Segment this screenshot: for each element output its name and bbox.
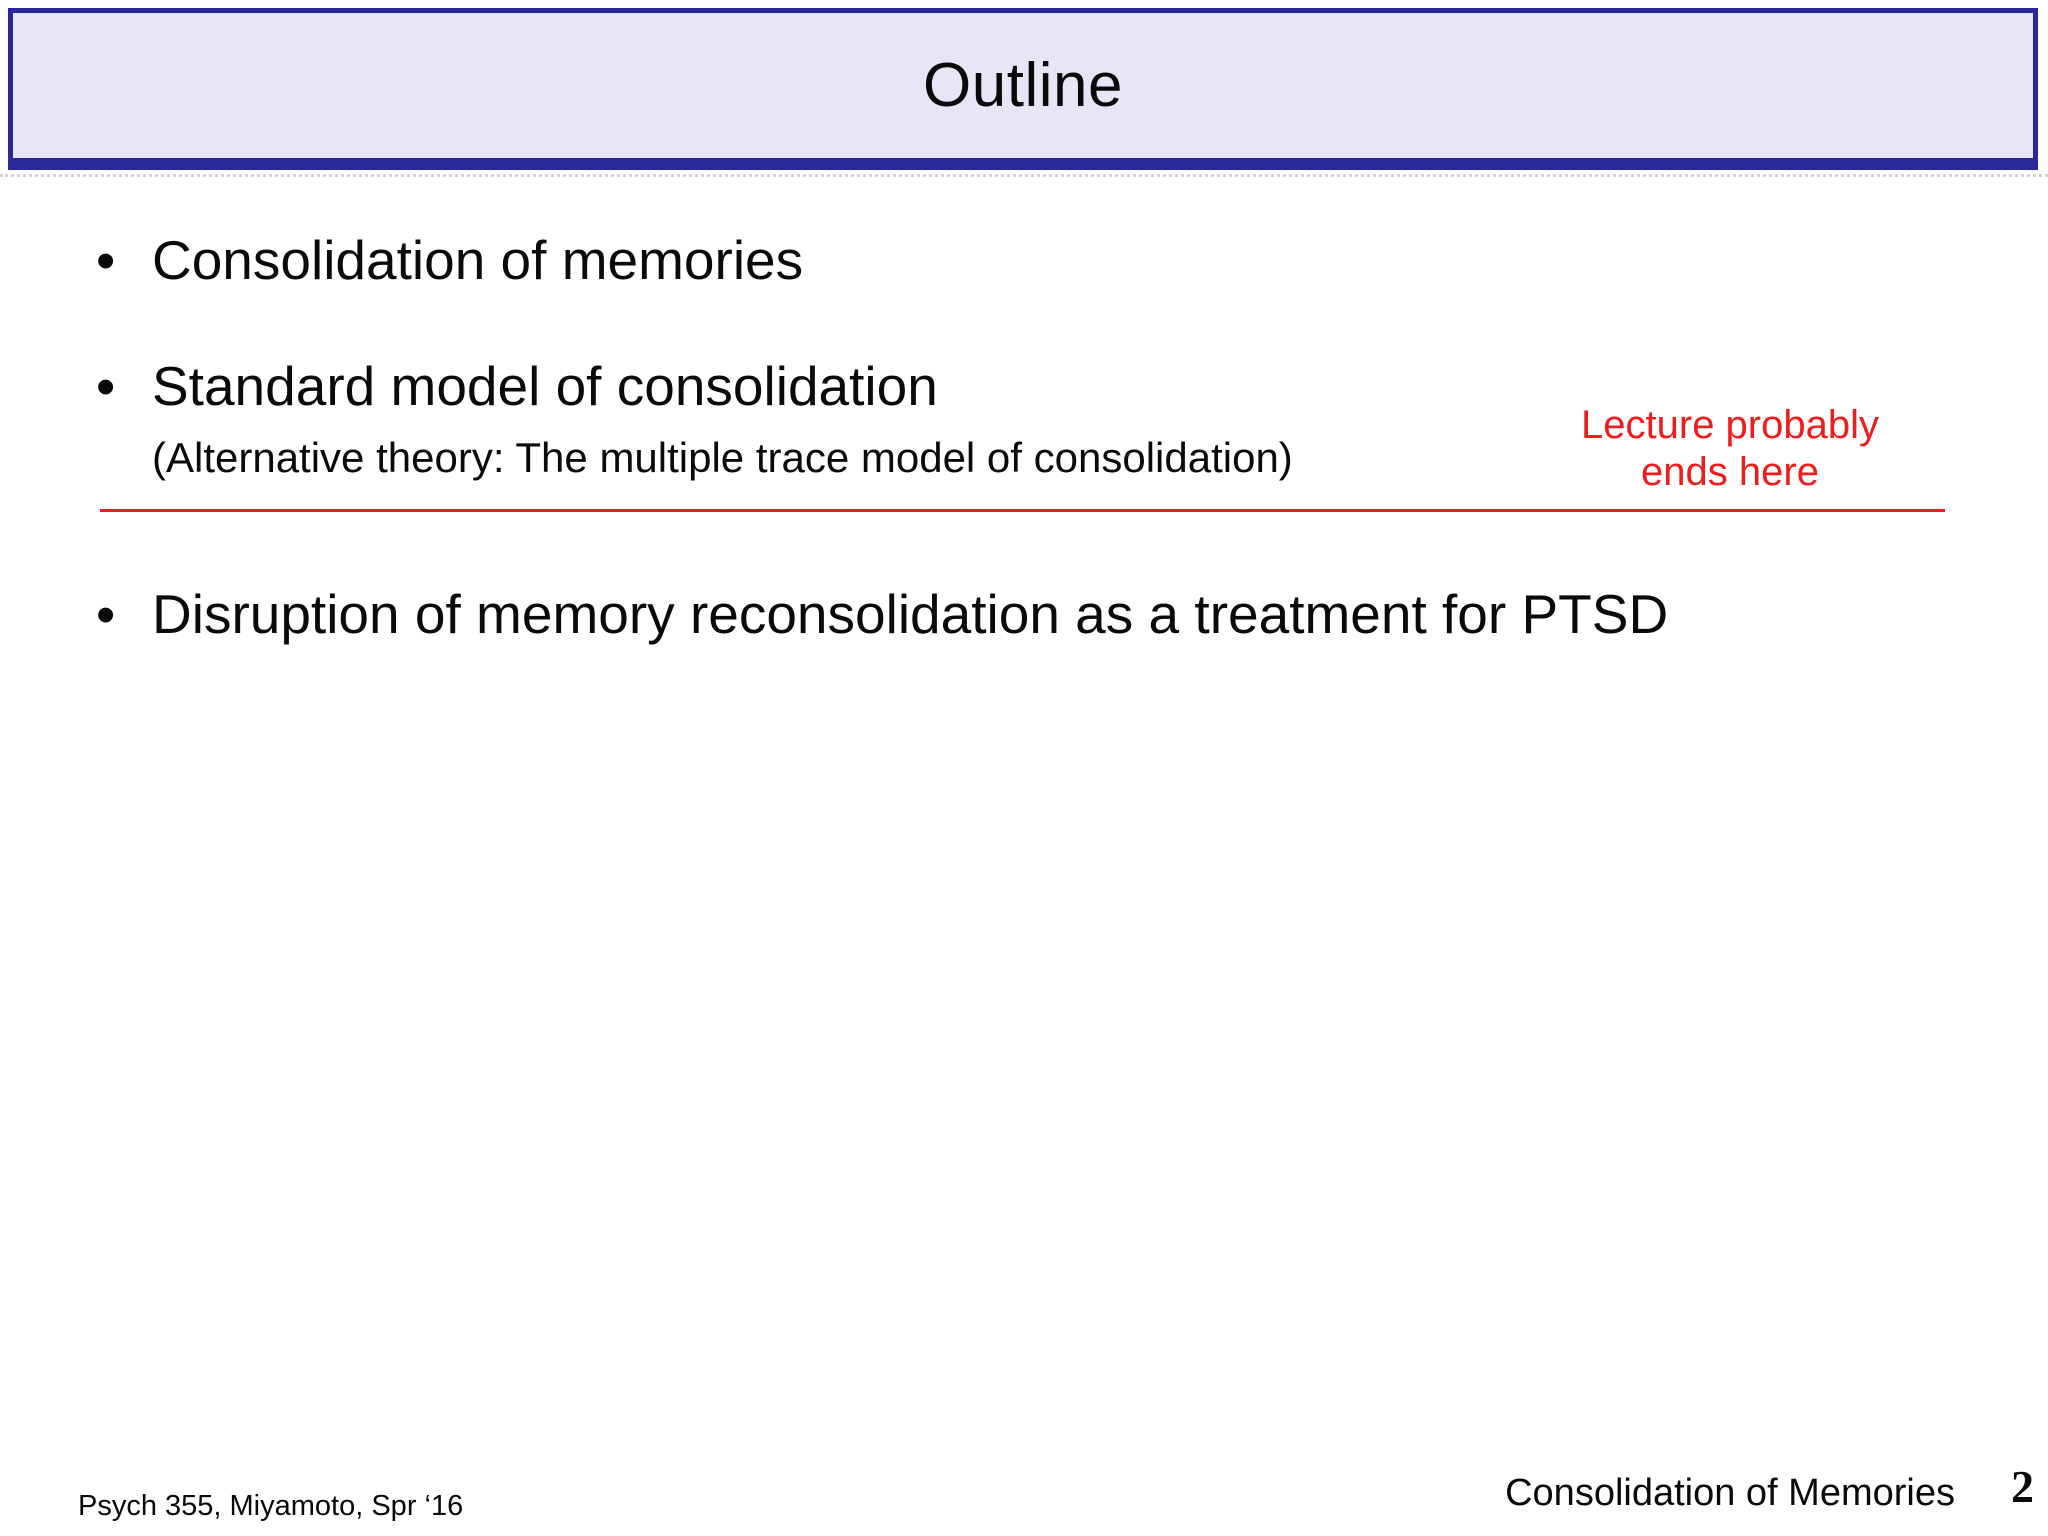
footer-section-title: Consolidation of Memories (1505, 1472, 1955, 1514)
bullet-marker: • (96, 583, 116, 645)
bullet-text: Standard model of consolidation (152, 355, 938, 417)
title-underline-dotted (0, 174, 2048, 177)
lecture-ends-annotation: Lecture probably ends here (1530, 402, 1930, 496)
annotation-line-2: ends here (1641, 450, 1819, 495)
title-banner: Outline (8, 8, 2038, 170)
bullet-item-consolidation: • Consolidation of memories (96, 229, 804, 292)
red-divider-line (100, 509, 1945, 512)
bullet-marker: • (96, 355, 116, 417)
footer-course-info: Psych 355, Miyamoto, Spr ‘16 (78, 1490, 464, 1522)
bullet-item-disruption-ptsd: • Disruption of memory reconsolidation a… (96, 583, 1669, 646)
page-number: 2 (2011, 1461, 2034, 1512)
bullet-text: Consolidation of memories (152, 229, 804, 291)
page-title: Outline (923, 51, 1123, 120)
bullet-item-standard-model: • Standard model of consolidation (96, 355, 938, 418)
bullet-text: Disruption of memory reconsolidation as … (152, 583, 1669, 645)
bullet-subtext-alternative-theory: (Alternative theory: The multiple trace … (152, 434, 1293, 481)
bullet-marker: • (96, 229, 116, 291)
annotation-line-1: Lecture probably (1581, 403, 1879, 447)
